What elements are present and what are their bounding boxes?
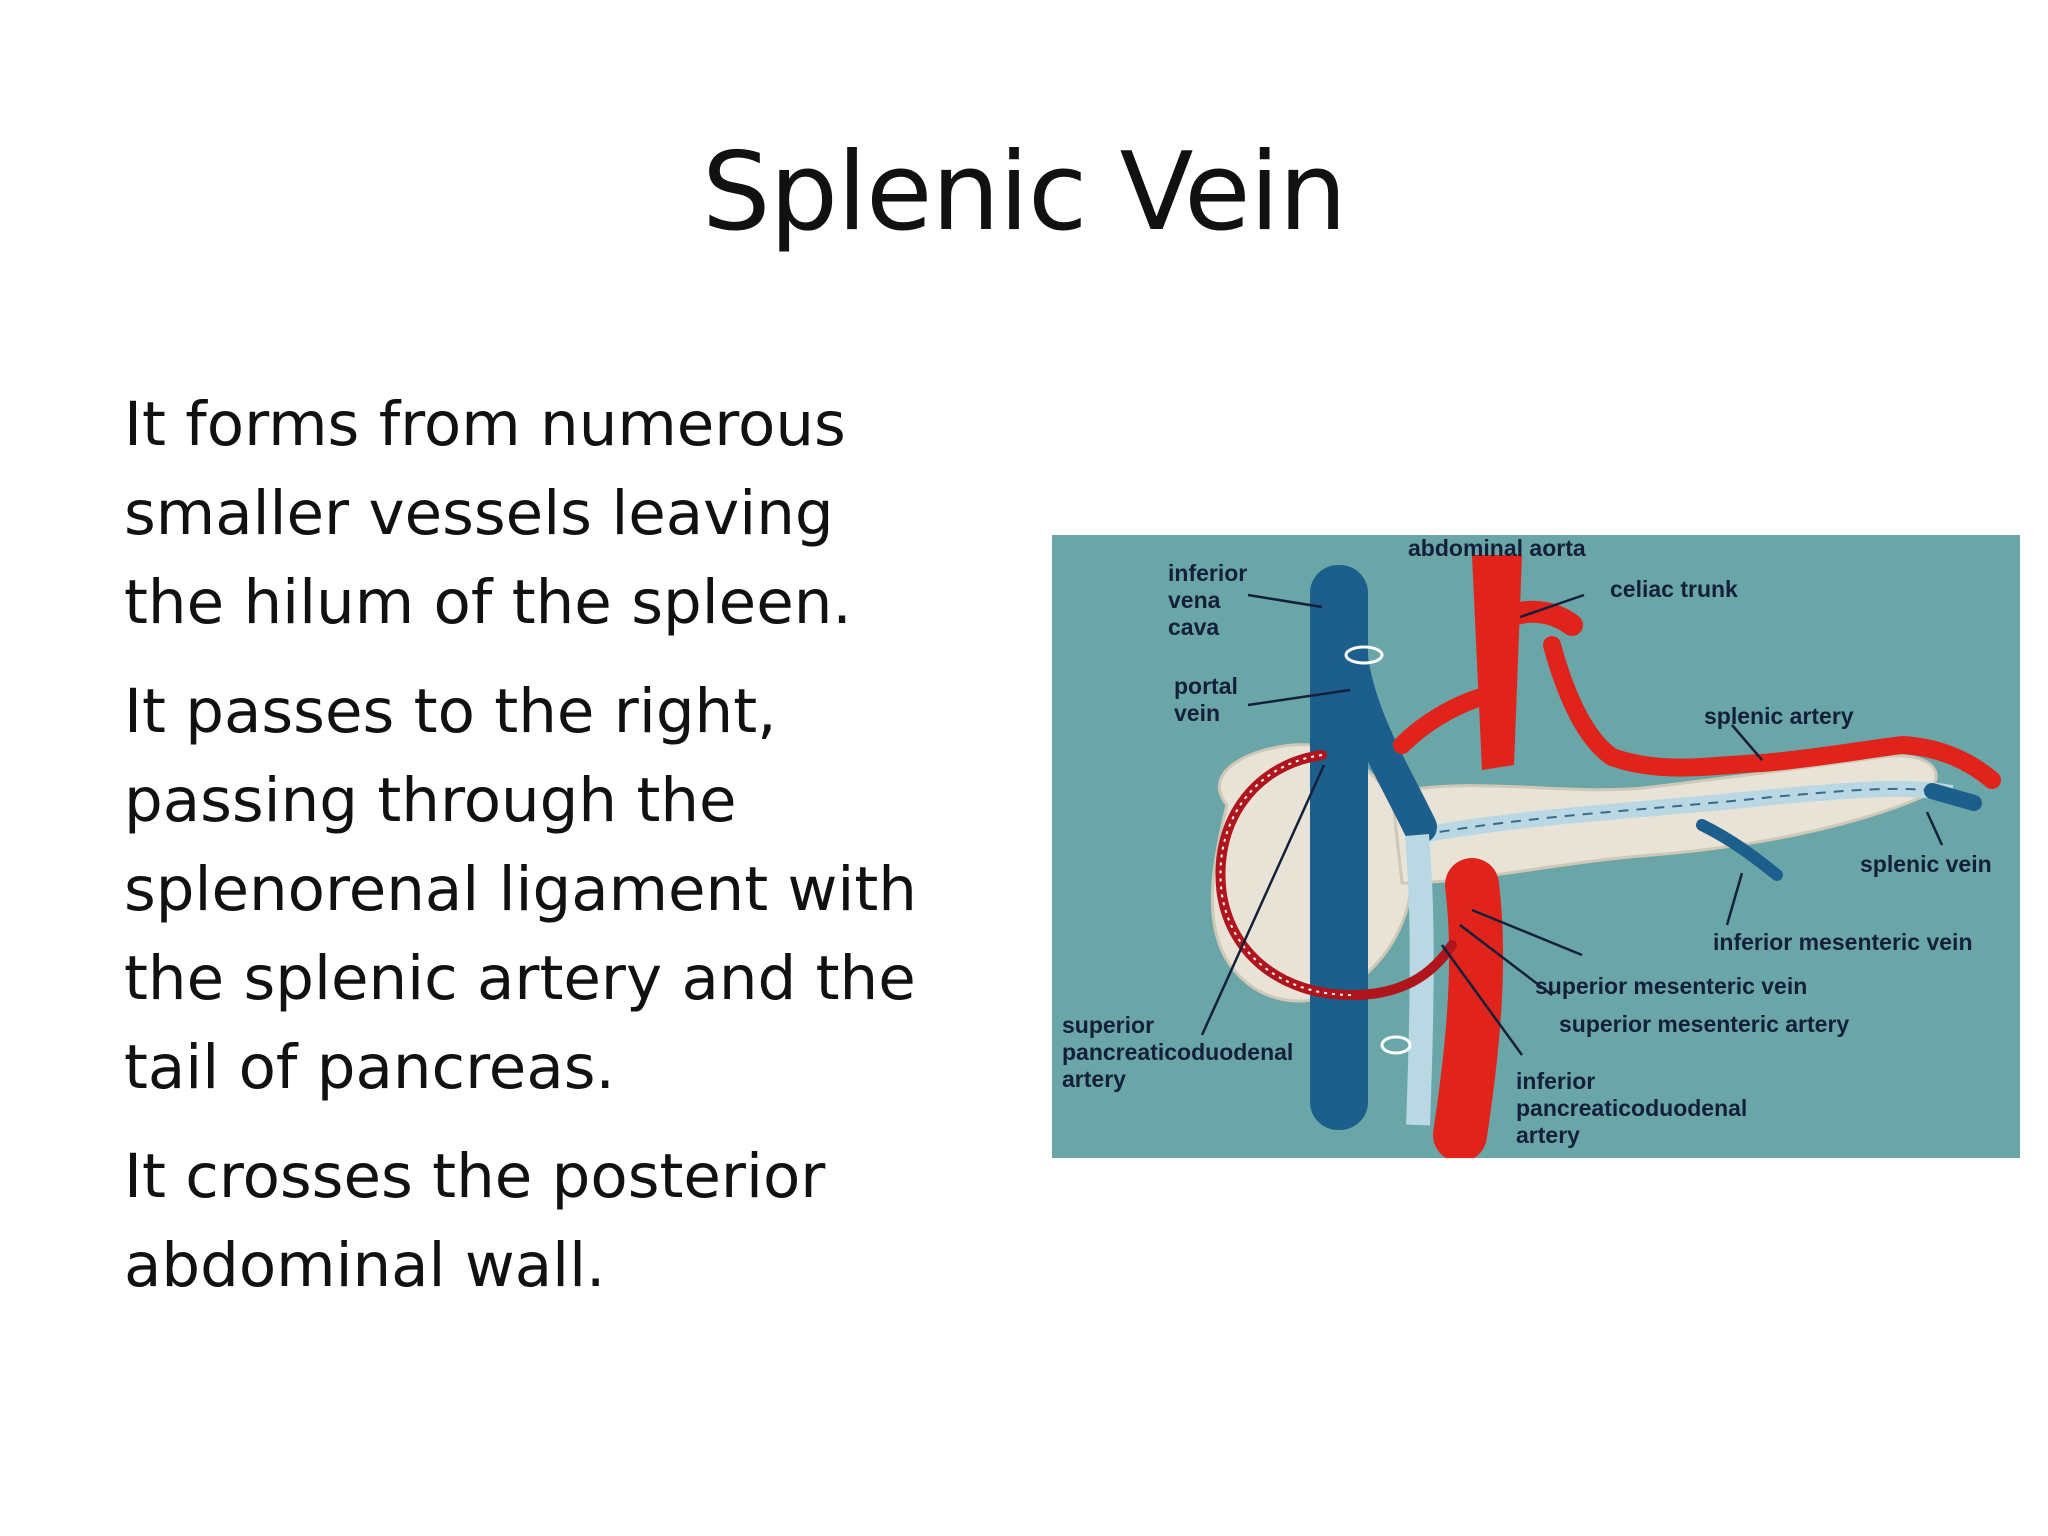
text-line: the hilum of the spleen.	[124, 567, 852, 638]
label-superior-mesenteric-vein: superior mesenteric vein	[1535, 973, 1808, 999]
paragraph-hilum: It forms from numerous smaller vessels l…	[124, 380, 964, 647]
portal-vein	[1333, 633, 1437, 844]
text-line: tail of pancreas.	[124, 1032, 615, 1103]
label-abdominal-aorta: abdominal aorta	[1408, 535, 1586, 561]
label-superior-mesenteric-artery: superior mesenteric artery	[1559, 1011, 1850, 1037]
text-line: passing through the	[124, 765, 737, 836]
label-portal-vein: portal vein	[1174, 673, 1238, 727]
inferior-mesenteric-vein	[1696, 819, 1783, 881]
superior-mesenteric-artery	[1433, 858, 1504, 1158]
text-line: the splenic artery and the	[124, 943, 916, 1014]
text-line: It crosses the posterior	[124, 1141, 826, 1212]
superior-pancreaticoduodenal-artery	[1215, 750, 1457, 1001]
anatomy-illustration	[1200, 555, 2001, 1158]
superior-mesenteric-vein	[1405, 834, 1434, 1126]
paragraph-posterior-wall: It crosses the posterior abdominal wall.	[124, 1132, 964, 1310]
label-line: inferior	[1168, 560, 1248, 586]
label-celiac-trunk: celiac trunk	[1610, 576, 1738, 602]
label-line: portal	[1174, 673, 1238, 699]
label-line: vein	[1174, 700, 1221, 726]
splenic-artery	[1543, 636, 2001, 789]
label-line: pancreaticoduodenal	[1516, 1095, 1748, 1121]
label-inferior-mesenteric-vein: inferior mesenteric vein	[1713, 929, 1973, 955]
label-line: vena	[1168, 587, 1221, 613]
label-line: cava	[1168, 614, 1220, 640]
text-line: smaller vessels leaving	[124, 478, 834, 549]
slide-title: Splenic Vein	[701, 130, 1347, 255]
label-inferior-vena-cava: inferior vena cava	[1168, 560, 1247, 641]
paragraph-course: It passes to the right, passing through …	[124, 667, 964, 1112]
label-splenic-artery: splenic artery	[1704, 703, 1854, 729]
slide-body: It forms from numerous smaller vessels l…	[124, 380, 964, 1330]
label-line: artery	[1516, 1122, 1580, 1148]
splenic-vein-end	[1924, 783, 1982, 811]
label-line: superior	[1062, 1012, 1155, 1038]
label-line: artery	[1062, 1066, 1126, 1092]
label-inferior-pancreaticoduodenal-artery: inferior pancreaticoduodenal artery	[1516, 1068, 1747, 1149]
label-splenic-vein: splenic vein	[1860, 851, 1992, 877]
abdominal-aorta	[1472, 555, 1522, 770]
text-line: It forms from numerous	[124, 389, 846, 460]
text-line: It passes to the right,	[124, 676, 777, 747]
text-line: splenorenal ligament with	[124, 854, 917, 925]
label-line: inferior	[1516, 1068, 1596, 1094]
label-line: pancreaticoduodenal	[1062, 1039, 1294, 1065]
label-superior-pancreaticoduodenal-artery: superior pancreaticoduodenal artery	[1062, 1012, 1293, 1093]
text-line: abdominal wall.	[124, 1230, 606, 1301]
anatomy-figure: abdominal aorta inferior vena cava celia…	[1052, 535, 2020, 1158]
